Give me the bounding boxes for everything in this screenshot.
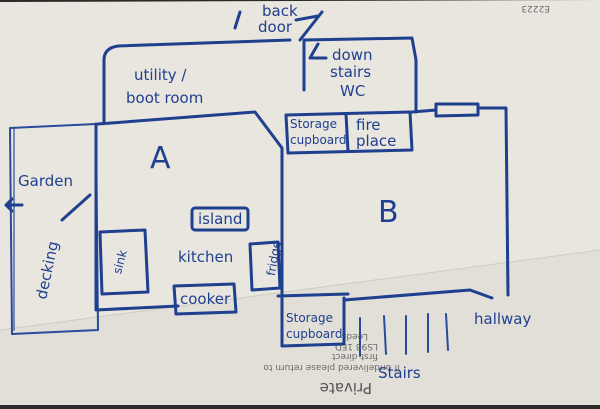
fridge-box bbox=[248, 240, 282, 292]
kitchen-label: kitchen bbox=[178, 248, 233, 266]
storage-bottom-box bbox=[280, 296, 346, 348]
cooker-box bbox=[172, 282, 238, 316]
storage-top-label: Storage cupboard bbox=[290, 117, 346, 147]
room-b-right-wall bbox=[478, 106, 510, 297]
garden-label: Garden bbox=[18, 172, 73, 190]
sink-label: sink bbox=[110, 248, 130, 275]
fireplace-label: fire place bbox=[356, 116, 396, 150]
garden-arrow-icon bbox=[4, 197, 24, 213]
envelope-flap bbox=[0, 250, 600, 405]
stair-top-line bbox=[276, 288, 494, 302]
return-line-2: first direct bbox=[331, 351, 378, 361]
wc-wall bbox=[302, 36, 418, 114]
room-a-label: A bbox=[150, 141, 171, 176]
room-a-wall-left bbox=[94, 122, 180, 312]
room-b-label: B bbox=[378, 195, 399, 230]
island-box bbox=[190, 206, 250, 232]
utility-wall bbox=[102, 38, 292, 124]
return-line-3: LS98 1FD bbox=[335, 341, 378, 351]
garden-outline bbox=[9, 123, 99, 335]
hallway-label: hallway bbox=[474, 310, 531, 328]
island-label: island bbox=[198, 210, 242, 228]
room-a-wall-top bbox=[96, 110, 284, 297]
utility-label: utility / boot room bbox=[126, 66, 203, 107]
back-door-marks bbox=[233, 10, 324, 42]
return-address: Private If undelivered please return to … bbox=[263, 331, 400, 397]
cooker-label: cooker bbox=[180, 290, 231, 308]
door-frame-marks bbox=[410, 102, 480, 118]
storage-bottom-label: Storage cupboard bbox=[286, 311, 342, 341]
return-line-4: Leeds bbox=[341, 331, 368, 341]
fridge-label: fridge bbox=[264, 240, 284, 277]
stairs-label: Stairs bbox=[378, 364, 421, 382]
envelope-code: E2223 bbox=[521, 3, 550, 13]
wc-label: down stairs WC bbox=[330, 46, 377, 100]
return-line-1: If undelivered please return to bbox=[263, 362, 400, 372]
sink-box bbox=[98, 228, 150, 296]
storage-fireplace-box bbox=[284, 110, 414, 155]
back-door-label: back door bbox=[258, 2, 302, 36]
private-label: Private bbox=[320, 379, 372, 397]
